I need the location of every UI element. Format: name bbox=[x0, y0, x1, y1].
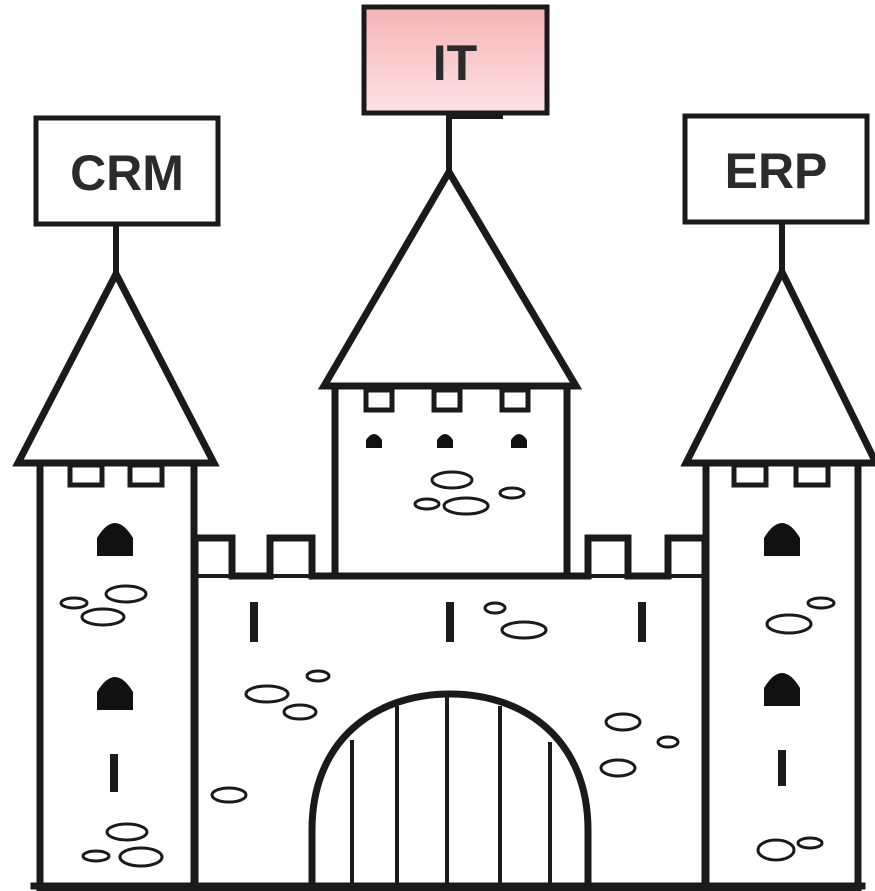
left-tower bbox=[12, 266, 220, 891]
center-tower bbox=[317, 165, 583, 580]
castle-gate bbox=[308, 690, 592, 888]
left-tower-window-top bbox=[97, 523, 133, 556]
flag-erp-label: ERP bbox=[725, 143, 828, 199]
flag-it: IT bbox=[361, 4, 550, 116]
flag-crm: CRM bbox=[33, 115, 221, 227]
flag-it-label: IT bbox=[433, 35, 477, 91]
right-tower-window-top bbox=[764, 523, 800, 556]
flag-erp: ERP bbox=[682, 113, 870, 225]
flag-poles bbox=[113, 113, 785, 277]
right-tower bbox=[680, 264, 875, 891]
left-tower-window-bottom bbox=[97, 677, 133, 710]
right-tower-window-bottom bbox=[764, 673, 800, 706]
flag-crm-label: CRM bbox=[70, 145, 184, 201]
